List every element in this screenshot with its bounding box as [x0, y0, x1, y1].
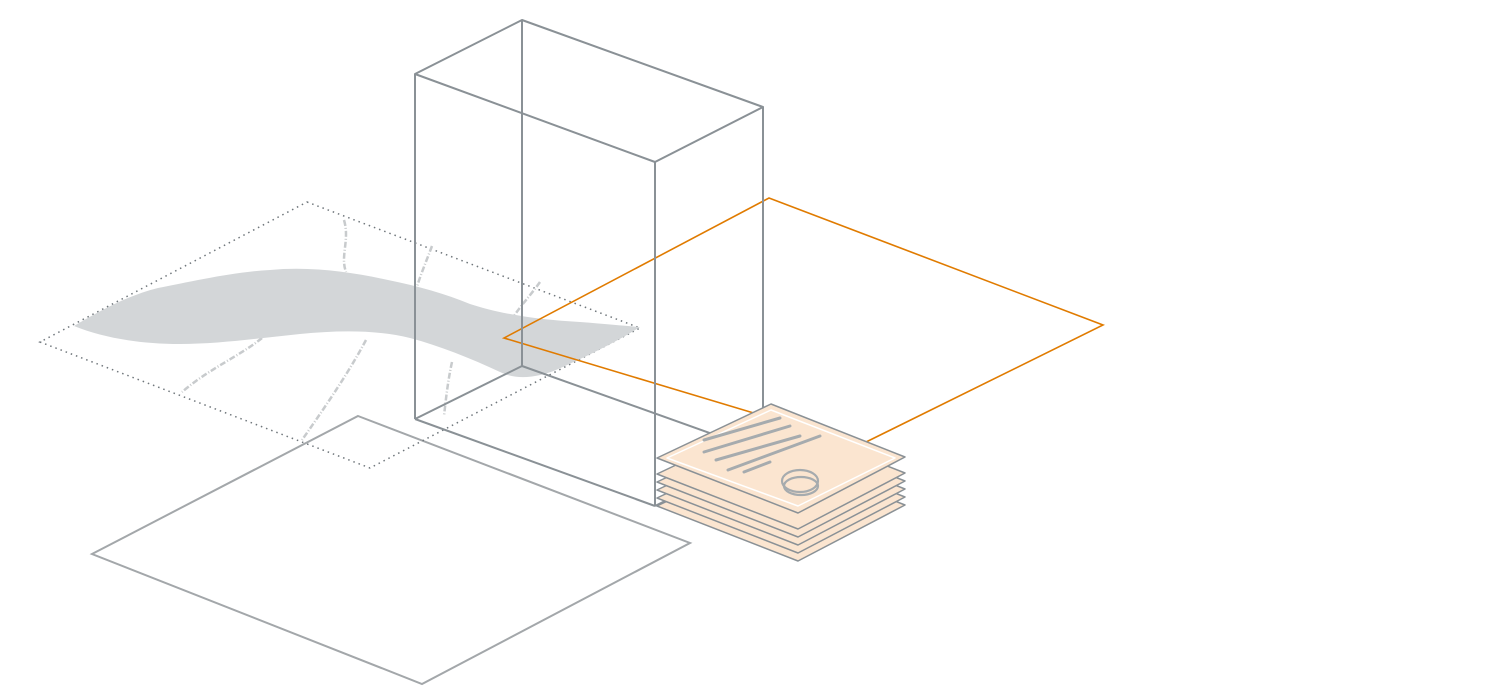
map-plane [38, 201, 642, 469]
ground-plane [89, 414, 693, 686]
document-stack [656, 403, 906, 562]
stack-sheet-top [656, 403, 906, 514]
box-edge [414, 418, 656, 507]
top-sheet-highlight [666, 409, 896, 507]
orange-plane [501, 197, 1105, 446]
box-top-face [414, 19, 764, 163]
volume-box [414, 19, 764, 507]
stream-line [181, 337, 263, 393]
river-shape [74, 268, 640, 378]
box-edge [414, 365, 523, 420]
stream-line [342, 219, 348, 273]
text-line [714, 434, 802, 462]
text-line [702, 424, 792, 454]
stream-line [414, 245, 434, 291]
stream-lines [181, 219, 542, 441]
stream-line [512, 281, 542, 317]
document-text-lines [702, 416, 822, 474]
text-line [742, 460, 772, 474]
stream-line [300, 339, 368, 441]
stream-line [442, 361, 454, 417]
text-line [726, 434, 822, 472]
seal-icon [780, 468, 820, 497]
text-line [702, 416, 782, 442]
